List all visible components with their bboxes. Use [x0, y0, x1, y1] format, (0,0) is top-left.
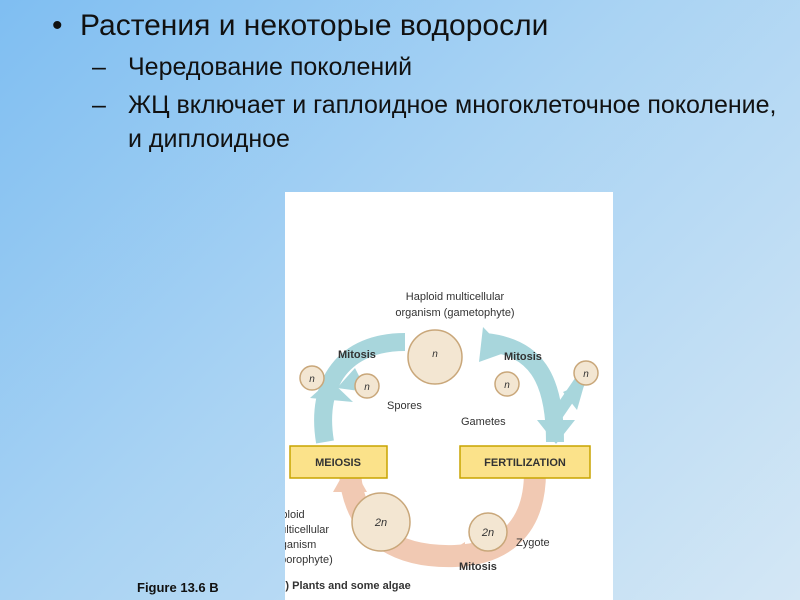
sporophyte-ploidy: 2n	[374, 517, 387, 529]
spore-ploidy: n	[364, 382, 370, 393]
meiosis-label: MEIOSIS	[315, 457, 361, 469]
gametophyte-ploidy: n	[432, 349, 438, 360]
gamete-cell	[494, 371, 520, 397]
bullet-list: • Растения и некоторые водоросли – Черед…	[52, 6, 792, 156]
spores-label: Spores	[387, 400, 422, 412]
figure-panel: n n n n n 2n 2n MEIOSIS FERTILIZATION Ha…	[285, 192, 613, 600]
arrowhead-left-up	[310, 380, 353, 402]
sub-item-text: ЖЦ включает и гаплоидное многоклеточное …	[128, 91, 777, 153]
mitosis-left-label: Mitosis	[338, 349, 376, 361]
zygote-ploidy: 2n	[481, 527, 494, 539]
mitosis-bottom-label: Mitosis	[459, 561, 497, 573]
figure-caption: Figure 13.6 B	[137, 580, 219, 595]
sporophyte-label-line2: multicellular	[285, 524, 329, 536]
gamete-ploidy: n	[583, 369, 589, 380]
dash-marker: –	[92, 91, 106, 119]
fertilization-box	[459, 445, 591, 479]
sporophyte-cell	[351, 492, 411, 552]
dash-marker: –	[92, 53, 106, 81]
sporophyte-label-line1: Diploid	[285, 509, 305, 521]
arrowhead-top-right	[479, 327, 507, 362]
arrowhead-right-down	[537, 420, 575, 444]
bullet-dot: •	[52, 9, 63, 42]
zygote-cell	[468, 512, 508, 552]
sub-item-alternation: – Чередование поколений	[52, 50, 792, 84]
sub-item-text: Чередование поколений	[128, 53, 413, 81]
sub-item-life-cycle: – ЖЦ включает и гаплоидное многоклеточно…	[52, 88, 792, 156]
gametophyte-cell	[407, 329, 463, 385]
mitosis-right-label: Mitosis	[504, 351, 542, 363]
arrow-to-fertilization	[550, 376, 586, 422]
gamete-ploidy: n	[504, 380, 510, 391]
meiosis-box	[289, 445, 388, 479]
gametes-label: Gametes	[461, 416, 506, 428]
diagram-subtitle: (b) Plants and some algae	[285, 580, 411, 592]
gametophyte-label-line1: Haploid multicellular	[406, 291, 505, 303]
gametophyte-label-line2: organism (gametophyte)	[395, 307, 514, 319]
bullet-text: Растения и некоторые водоросли	[80, 9, 549, 42]
sporophyte-label-line3: organism	[285, 539, 316, 551]
arrowhead-bottom-mid	[443, 542, 465, 570]
spore-cell	[299, 365, 325, 391]
haploid-arc-arrow	[314, 333, 406, 444]
sporophyte-label-line4: (sporophyte)	[285, 554, 333, 566]
fertilization-label: FERTILIZATION	[484, 457, 566, 469]
zygote-label: Zygote	[516, 537, 550, 549]
gamete-cell	[573, 360, 599, 386]
bullet-item: • Растения и некоторые водоросли	[52, 6, 792, 46]
life-cycle-diagram: n n n n n 2n 2n MEIOSIS FERTILIZATION Ha…	[285, 291, 599, 592]
spore-cell	[354, 373, 380, 399]
spore-ploidy: n	[309, 374, 315, 385]
